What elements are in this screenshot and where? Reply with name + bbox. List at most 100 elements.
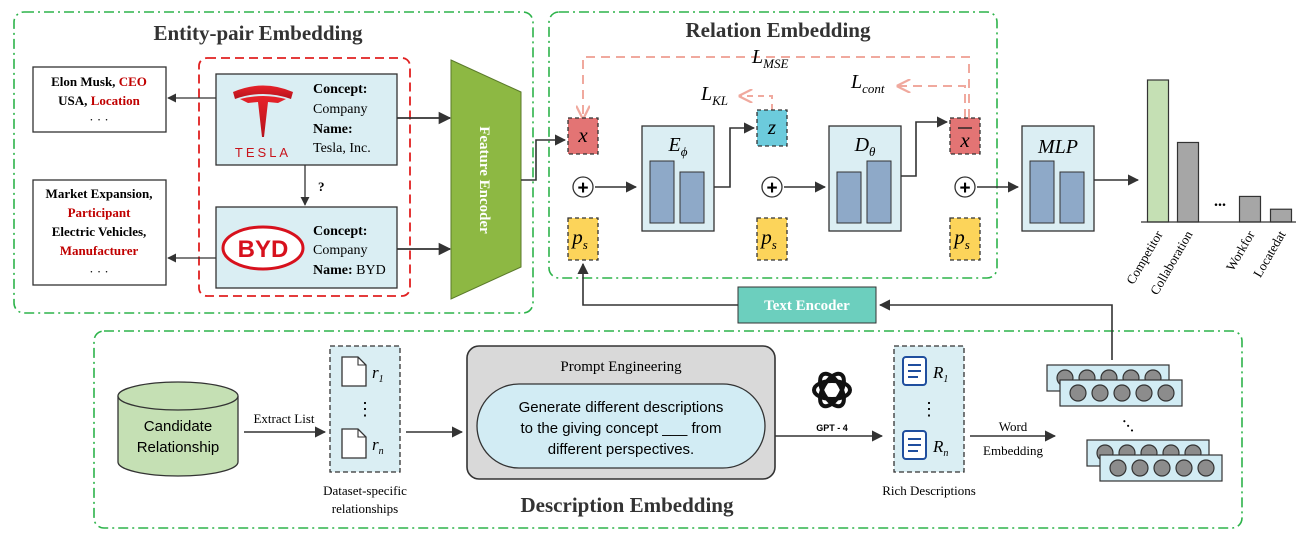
decoder-inner-bar-1 (836, 171, 862, 224)
entity-pair-red-frame (198, 57, 411, 297)
byd-name-value: BYD (353, 263, 386, 278)
encoder-inner-bar-1 (649, 160, 675, 224)
z-node-label: z (767, 115, 776, 139)
tesla-info-box (32, 66, 167, 133)
tesla-info-ellipsis: · · · (89, 112, 109, 127)
dataset-caption-line1: Dataset-specific (323, 483, 407, 498)
openai-logo-icon (812, 371, 852, 409)
ps-node-2-label: ps (759, 225, 777, 252)
byd-logo-text: BYD (238, 236, 289, 263)
embedding-cell (1113, 384, 1131, 402)
arrow-encoder-to-z (714, 122, 756, 188)
arrow-encoder-to-x (521, 134, 567, 181)
xbar-node (949, 117, 981, 155)
byd-info-box (32, 179, 167, 286)
byd-info-line3: Electric Vehicles, (52, 224, 147, 239)
svg-text:+: + (959, 178, 970, 199)
decoder-inner-bar-2 (866, 160, 892, 224)
prompt-engineering-title: Prompt Engineering (560, 359, 682, 375)
svg-text:+: + (766, 178, 777, 199)
prompt-text-line2: to the giving concept ___ from (521, 420, 722, 437)
chart-bar-workfor (1238, 195, 1262, 223)
byd-info-ellipsis: · · · (89, 264, 109, 279)
byd-info-line2: Participant (68, 205, 131, 220)
dataset-caption-line2: relationships (332, 501, 398, 516)
tesla-logo: TESLA (233, 85, 293, 160)
chart-bar-collaboration (1176, 141, 1200, 223)
ps-node-3-label: ps (952, 225, 970, 252)
arrow-embed-to-text-encoder (878, 299, 1113, 360)
word-embedding-vectors (1046, 364, 1223, 482)
prompt-text-box (476, 383, 766, 469)
prompt-text-line1: Generate different descriptions (519, 399, 724, 416)
loss-cont-arrow (898, 86, 966, 118)
loss-mse-label: LMSE (751, 46, 788, 71)
arrow-text-encoder-to-ps (577, 262, 738, 306)
word-embedding-line1: Word (999, 419, 1028, 434)
word-embedding-line2: Embedding (983, 443, 1043, 458)
embedding-cell (1135, 384, 1153, 402)
loss-kl-arrow (740, 96, 773, 110)
entity-pair-title: Entity-pair Embedding (153, 21, 363, 45)
byd-name-label: Name: (313, 263, 353, 278)
embedding-cell (1131, 459, 1149, 477)
xbar-node-label: x (959, 128, 970, 152)
Rn-label: Rn (932, 437, 948, 459)
relation-title: Relation Embedding (686, 18, 871, 42)
decoder-block-label: Dθ (854, 134, 876, 159)
embedding-cell (1091, 384, 1109, 402)
embedding-cell (1109, 459, 1127, 477)
encoder-inner-bar-2 (679, 171, 705, 224)
embedding-ellipsis: ··· (1115, 413, 1142, 440)
description-title: Description Embedding (521, 493, 734, 517)
document-icon-rn (341, 428, 367, 459)
tesla-name-label: Name: (313, 122, 353, 137)
tesla-info-line2: USA, Location (58, 93, 140, 108)
tesla-info-line1: Elon Musk, CEO (51, 74, 147, 89)
embedding-cell (1069, 384, 1087, 402)
ps-node-1 (567, 217, 599, 261)
byd-info-line4: Manufacturer (60, 243, 139, 258)
z-node (756, 109, 788, 147)
tesla-name-value: Tesla, Inc. (313, 141, 371, 156)
r1-label: r1 (372, 363, 384, 385)
document-icon-r1 (341, 356, 367, 387)
byd-name-line: Name: BYD (313, 263, 386, 278)
ps-node-3 (949, 217, 981, 261)
embedding-cell (1175, 459, 1193, 477)
tesla-concept-value: Company (313, 102, 367, 117)
question-mark: ? (318, 179, 325, 194)
byd-logo: BYD (221, 225, 305, 271)
embedding-cell (1153, 459, 1171, 477)
byd-info-line1: Market Expansion, (46, 186, 153, 201)
byd-concept-value: Company (313, 243, 367, 258)
relation-probability-chart: CompetitorCollaboration...WorkforLocated… (1123, 79, 1293, 297)
rich-descriptions-caption: Rich Descriptions (882, 483, 976, 498)
prompt-text-line3: different perspectives. (548, 441, 694, 458)
chart-bar-competitor (1146, 79, 1170, 223)
encoder-block-label: Eϕ (668, 134, 688, 159)
loss-cont-label: Lcont (850, 71, 885, 96)
candidate-line2: Relationship (137, 439, 220, 456)
ps-node-1-label: ps (570, 225, 588, 252)
tesla-logo-text: TESLA (235, 145, 291, 160)
svg-text:+: + (577, 178, 588, 199)
byd-concept-label: Concept: (313, 224, 367, 239)
loss-kl-label: LKL (700, 83, 728, 108)
description-frame (93, 330, 1243, 529)
plus-1 (572, 176, 594, 198)
gpt-label: GPT - 4 (816, 423, 848, 433)
arrow-decoder-to-xbar (901, 116, 949, 177)
chart-ellipsis: ... (1214, 193, 1226, 210)
relation-frame (548, 11, 998, 279)
candidate-line1: Candidate (144, 418, 212, 435)
rn-label: rn (372, 435, 384, 457)
chart-bar-locatedat (1269, 208, 1293, 223)
embedding-cell (1157, 384, 1175, 402)
plus-3 (954, 176, 976, 198)
ps-node-2 (756, 217, 788, 261)
candidate-relationship-db: Candidate Relationship (117, 381, 239, 477)
feature-encoder-label: Feature Encoder (476, 126, 492, 234)
tesla-concept-label: Concept: (313, 82, 367, 97)
